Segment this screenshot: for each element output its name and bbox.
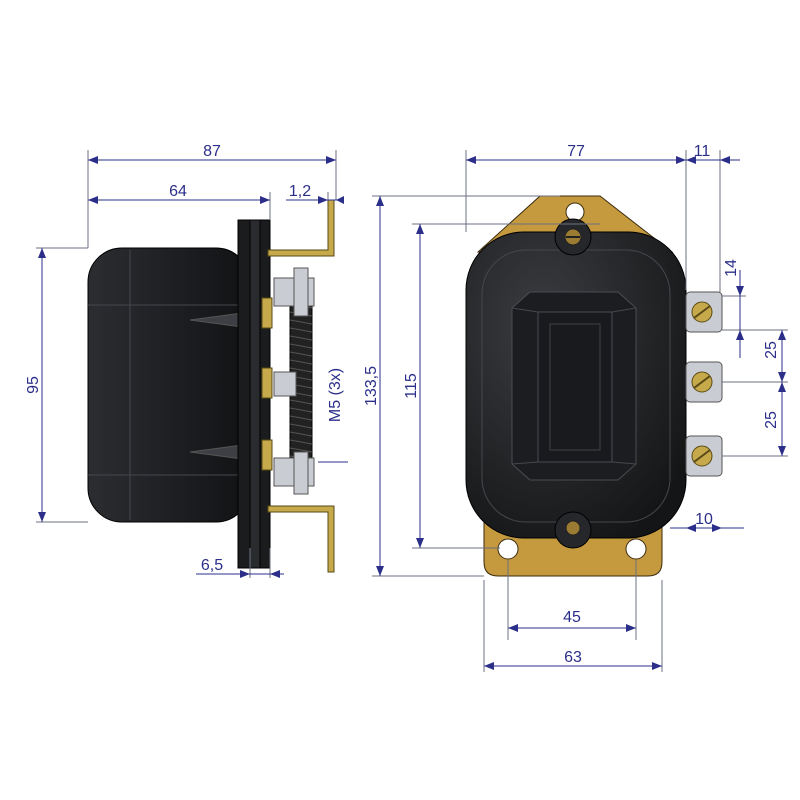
dimension-labels: 87 64 1,2 95 6,5 M5 (3x) 77 11 133,5 115… [25, 143, 780, 666]
dim-terminal-protrusion: 11 [694, 143, 711, 160]
side-terminals [261, 267, 315, 495]
front-view [465, 195, 723, 577]
dim-terminal-offset-bottom: 10 [695, 511, 713, 528]
dim-terminal-pitch-1: 25 [763, 341, 780, 359]
dim-bottom-offset: 6,5 [201, 557, 223, 574]
dim-terminal-offset-top: 14 [723, 259, 740, 277]
dim-base-width: 63 [564, 649, 582, 666]
side-view [87, 199, 335, 573]
side-housing [87, 247, 251, 523]
dim-width: 77 [567, 143, 585, 160]
dim-overall-depth: 87 [203, 143, 221, 160]
dim-hole-spacing-horizontal: 45 [563, 609, 581, 626]
front-dimensions [372, 150, 788, 672]
dim-body-depth: 64 [169, 183, 187, 200]
dim-hole-spacing-vertical: 115 [403, 373, 420, 399]
dim-terminal-pitch-2: 25 [763, 411, 780, 429]
front-terminals [685, 291, 723, 477]
dim-terminal-thread: M5 (3x) [327, 368, 344, 422]
dim-bracket-thickness: 1,2 [289, 183, 311, 200]
dim-overall-height: 133,5 [363, 366, 380, 406]
dim-height: 95 [25, 376, 42, 394]
side-dimensions [36, 150, 348, 578]
